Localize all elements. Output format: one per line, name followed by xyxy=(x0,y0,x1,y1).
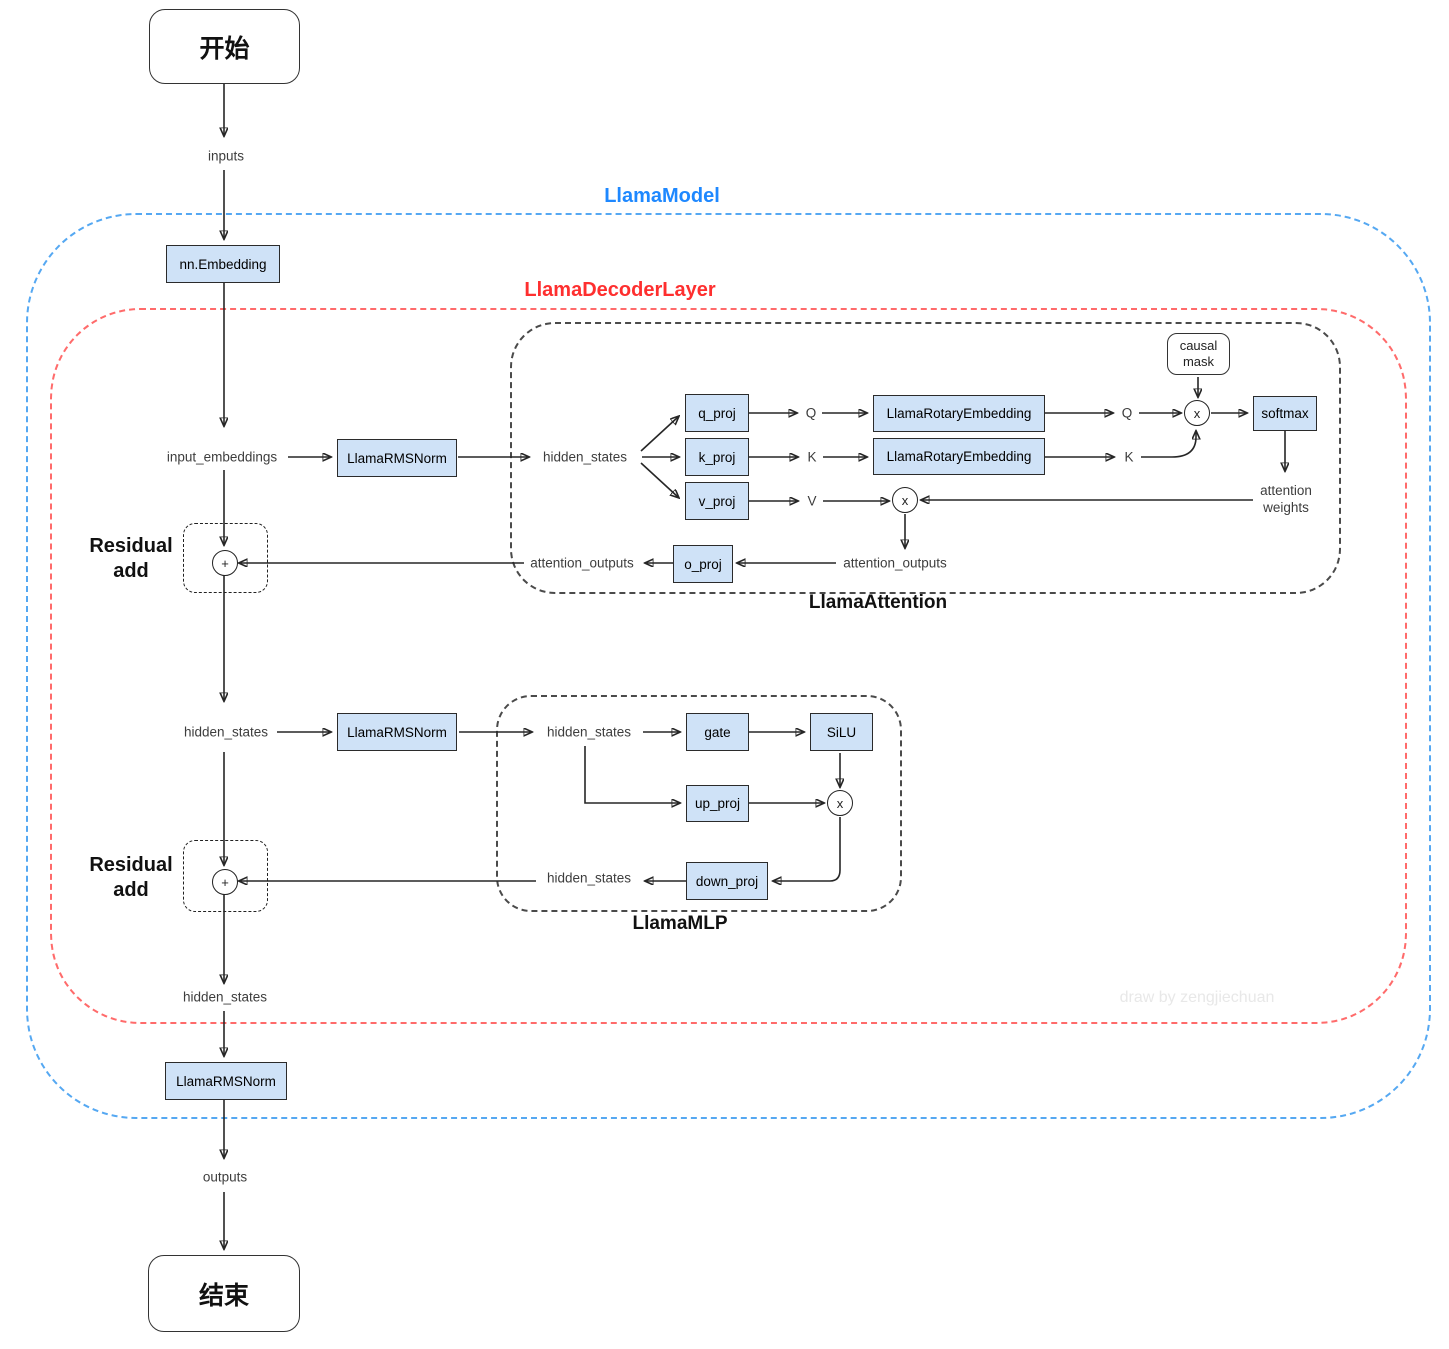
llama-model-label: LlamaModel xyxy=(604,185,720,207)
o-proj-block: o_proj xyxy=(673,545,733,583)
llama-decoder-layer-container xyxy=(50,308,1407,1024)
inputs-label: inputs xyxy=(207,148,245,164)
multiply-operator-qk: x xyxy=(1184,400,1210,426)
residual-add1-frame xyxy=(183,523,268,593)
residual-add2-frame xyxy=(183,840,268,912)
input-embeddings-label: input_embeddings xyxy=(166,449,278,465)
llama-mlp-label: LlamaMLP xyxy=(632,913,728,934)
watermark-text: draw by zengjiechuan xyxy=(1119,989,1275,1006)
multiply-operator-mlp: x xyxy=(827,790,853,816)
down-proj-block: down_proj xyxy=(686,862,768,900)
outputs-label: outputs xyxy=(202,1169,248,1185)
gate-block: gate xyxy=(686,713,749,751)
hidden-states2-label: hidden_states xyxy=(183,724,269,740)
q-label: Q xyxy=(805,405,817,421)
llama-attention-container xyxy=(510,322,1341,594)
softmax-block: softmax xyxy=(1253,396,1317,431)
residual-add1-label: Residual add xyxy=(89,535,173,582)
embedding-block: nn.Embedding xyxy=(166,245,280,283)
llama-mlp-container xyxy=(496,695,902,912)
rotary-embedding2-block: LlamaRotaryEmbedding xyxy=(873,438,1045,475)
k-label: K xyxy=(807,449,817,465)
residual-add2-label: Residual add xyxy=(89,854,173,901)
q-proj-block: q_proj xyxy=(685,394,749,432)
edge-k2-multiply1 xyxy=(1141,432,1196,458)
edge-fan-vproj xyxy=(640,462,678,497)
add-operator1: + xyxy=(212,550,238,576)
edge-hidden-states-upproj xyxy=(584,746,679,803)
llama-decoder-layer-label: LlamaDecoderLayer xyxy=(524,279,716,301)
add-operator2: + xyxy=(212,869,238,895)
k-proj-block: k_proj xyxy=(685,438,749,476)
hidden-states3-label: hidden_states xyxy=(182,989,268,1005)
causal-mask-node: causal mask xyxy=(1167,333,1230,375)
silu-block: SiLU xyxy=(810,713,873,751)
attention-outputs-left-label: attention_outputs xyxy=(530,555,634,571)
rotary-embedding1-block: LlamaRotaryEmbedding xyxy=(873,395,1045,432)
q2-label: Q xyxy=(1121,405,1133,421)
hidden-states-mlp-in-label: hidden_states xyxy=(546,724,632,740)
multiply-operator-v: x xyxy=(892,487,918,513)
end-node: 结束 xyxy=(148,1255,300,1332)
up-proj-block: up_proj xyxy=(686,785,749,822)
edge-multiply3-downproj xyxy=(774,817,841,881)
llama-attention-label: LlamaAttention xyxy=(808,592,948,613)
hidden-states-attn-in-label: hidden_states xyxy=(542,449,628,465)
attention-outputs-right-label: attention_outputs xyxy=(843,555,947,571)
llama-model-container xyxy=(26,213,1431,1119)
rmsnorm1-block: LlamaRMSNorm xyxy=(337,439,457,477)
v-label: V xyxy=(807,493,817,509)
rmsnorm3-block: LlamaRMSNorm xyxy=(165,1062,287,1100)
edge-fan-qproj xyxy=(640,417,678,452)
v-proj-block: v_proj xyxy=(685,482,749,520)
attention-weights-label: attention weights xyxy=(1260,483,1312,515)
rmsnorm2-block: LlamaRMSNorm xyxy=(337,713,457,751)
hidden-states-mlp-out-label: hidden_states xyxy=(546,870,632,886)
k2-label: K xyxy=(1124,449,1134,465)
start-node: 开始 xyxy=(149,9,300,84)
